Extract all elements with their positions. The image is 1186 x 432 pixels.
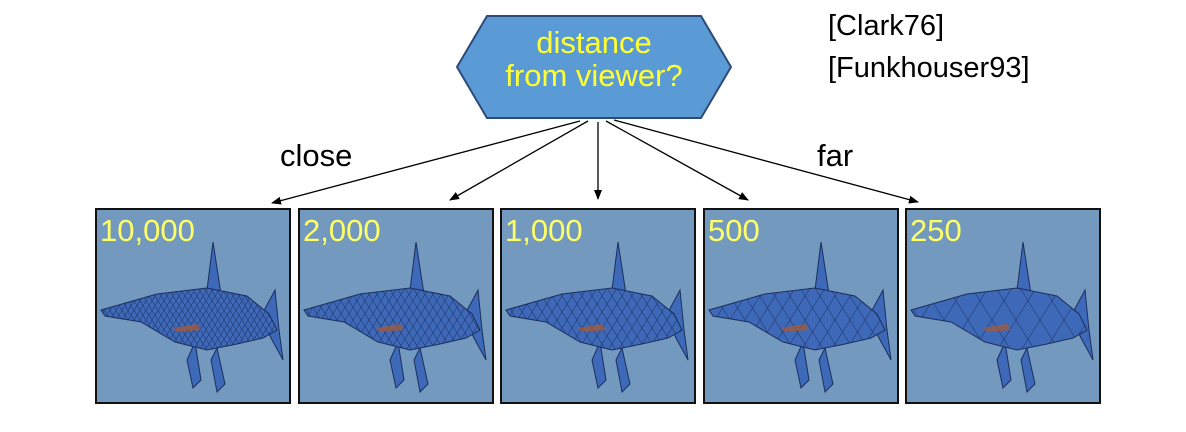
decision-line-1: distance — [536, 25, 652, 60]
polygon-count: 2,000 — [303, 213, 381, 248]
shark-mesh-icon — [100, 241, 284, 394]
lod-panel-1000: 1,000 — [500, 208, 696, 404]
lod-panel-500: 500 — [703, 208, 899, 404]
shark-mesh-icon — [303, 241, 487, 394]
arrow-to-panel-2 — [449, 120, 589, 201]
polygon-count: 1,000 — [505, 213, 583, 248]
decision-line-2: from viewer? — [505, 58, 683, 93]
citation-funkhouser: [Funkhouser93] — [828, 52, 1030, 84]
decision-hexagon — [455, 15, 733, 119]
citation-clark: [Clark76] — [828, 10, 945, 42]
arrow-to-panel-4 — [605, 120, 749, 201]
close-label: close — [280, 138, 353, 173]
shark-mesh-icon — [708, 241, 892, 394]
arrow-to-panel-1 — [271, 120, 581, 205]
polygon-count: 10,000 — [100, 213, 195, 248]
lod-panel-250: 250 — [905, 208, 1101, 404]
decision-label: distance from viewer? — [455, 26, 733, 92]
lod-panel-10000: 10,000 — [95, 208, 291, 404]
shark-mesh-icon — [910, 241, 1094, 394]
far-label: far — [817, 138, 854, 173]
arrow-to-panel-5 — [613, 119, 919, 204]
lod-panel-2000: 2,000 — [298, 208, 494, 404]
shark-mesh-icon — [505, 241, 689, 394]
polygon-count: 250 — [910, 213, 962, 248]
polygon-count: 500 — [708, 213, 760, 248]
